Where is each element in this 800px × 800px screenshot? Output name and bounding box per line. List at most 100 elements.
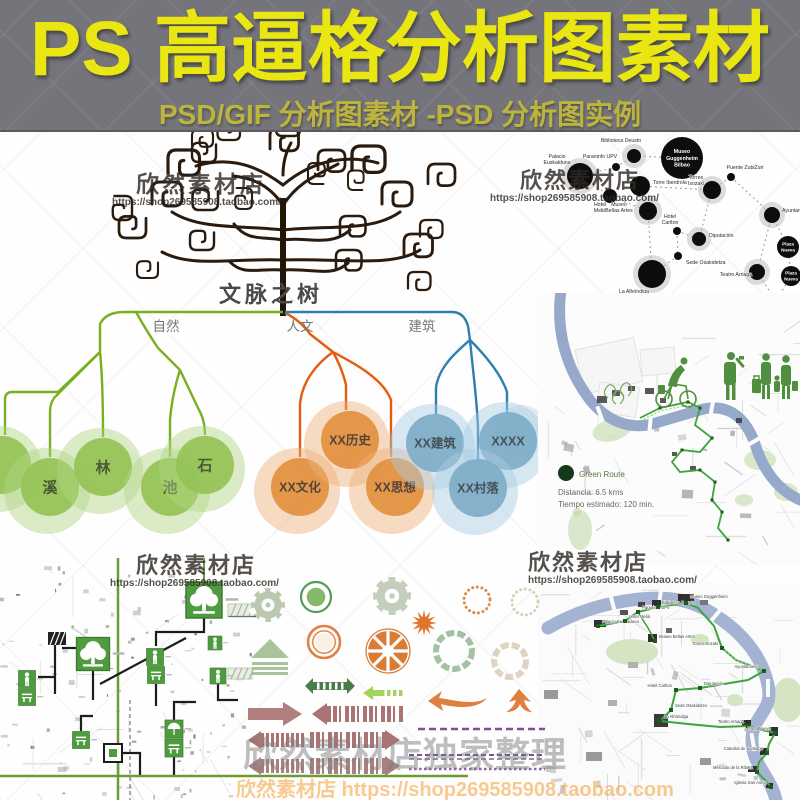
swoosh-arrow-icon xyxy=(428,691,487,711)
route-stop-label: Iglesia San Antón xyxy=(734,780,767,785)
route-stop-label: Paraninfo UPV xyxy=(642,605,670,610)
bubble-map-label: La Alhóndiga xyxy=(619,289,649,295)
segmented-wheel-icon xyxy=(365,628,411,674)
route-stop-label: La Alhóndiga xyxy=(664,714,689,719)
tree-node-label: 池 xyxy=(162,478,177,496)
segmented-ring-icon xyxy=(491,642,529,680)
up-arrow-icon xyxy=(506,689,532,712)
bubble-map-label: Meliá xyxy=(594,208,607,214)
bubble-map-label: Puente ZubiZuri xyxy=(727,165,764,171)
bench-marker-icon xyxy=(164,738,192,758)
person-marker-icon xyxy=(207,635,229,651)
site-plan-map xyxy=(0,558,258,800)
striped-arrow-icon xyxy=(248,757,304,775)
route-stop: Mercado de la Ribera xyxy=(713,765,759,774)
tree-node-label: 林 xyxy=(95,458,111,476)
route-stop-label: Plaza Nueva xyxy=(747,726,771,731)
tree-node-label: XXXX xyxy=(491,435,525,449)
legend-distance: Distancia: 6.5 kms xyxy=(558,488,623,497)
tree-marker-icon xyxy=(75,636,125,672)
tree-node-label: 石 xyxy=(196,457,212,474)
route-stop-label: Mercado de la Ribera xyxy=(713,765,754,770)
tree-marker-icon xyxy=(185,581,239,619)
bubble-map-label: Paraninfo UPV xyxy=(583,154,618,160)
nature-nodes: 溪 林池 石 xyxy=(0,426,245,534)
tree-node-label: XX文化 xyxy=(279,480,321,495)
striped-arrow-icon xyxy=(312,703,403,725)
route-stop-label: Sede Osakidetza xyxy=(675,703,708,708)
bubble-map-node: Torre Iberdrola xyxy=(630,176,687,196)
tree-node-label: 溪 xyxy=(42,478,58,496)
bubble-map-label: Diputación xyxy=(709,233,734,239)
tree-node-label: XX思想 xyxy=(374,480,416,495)
poster-subtitle: PSD/GIF 分析图素材 -PSD 分析图实例 xyxy=(158,99,642,130)
striped-arrow-icon xyxy=(310,756,400,776)
striped-arrow-icon xyxy=(310,730,400,750)
site-plan-paths xyxy=(38,614,258,775)
bubble-map-label: Hotel xyxy=(594,202,606,208)
route-stop-label: Museo Bellas Artes xyxy=(659,634,695,639)
tree-title: 文脉之树 xyxy=(219,282,323,307)
triangle-arrow-icon xyxy=(251,639,289,675)
bubble-map-label: Sede Osakidetza xyxy=(686,260,726,266)
branch-label: 自然 xyxy=(153,318,180,334)
route-stop: Torres Isozaki xyxy=(692,641,724,650)
bubble-map-label: Ayuntamiento xyxy=(782,208,800,214)
route-stop-label: Ayuntamiento xyxy=(734,664,760,669)
bubble-map-label: Euskalduna xyxy=(543,160,570,166)
bench-marker-icon xyxy=(72,731,98,749)
branch-label: 建筑 xyxy=(409,319,436,334)
header-banner: PS 高逼格分析图素材 PSD/GIF 分析图素材 -PSD 分析图实例 xyxy=(0,0,800,132)
route-stop-label: Teatro Arriaga xyxy=(718,719,745,724)
double-arrow-icon xyxy=(305,678,355,694)
bubble-map-label: Bilbao xyxy=(674,162,690,168)
tree-node-label: XX村落 xyxy=(457,481,499,496)
route-stop: Plaza Nueva xyxy=(747,726,777,735)
segmented-ring-icon xyxy=(433,630,475,672)
route-stop: Museo Guggenheim xyxy=(684,594,729,605)
poster-title: PS 高逼格分析图素材 xyxy=(29,6,771,92)
bubble-map-label: Guggenheim xyxy=(666,156,698,162)
umbrella-marker-icon xyxy=(164,719,192,739)
route-stop: Biblioteca Deusto xyxy=(656,600,696,609)
double-ring-icon xyxy=(306,624,342,660)
bubble-map-label: Nueva xyxy=(784,277,798,282)
route-stop-label: Museo Guggenheim xyxy=(690,594,728,599)
dashed-line xyxy=(409,754,545,760)
route-stop-label: Diputación xyxy=(704,681,724,686)
route-stop-label: Catedral de Santiago xyxy=(724,746,764,751)
bubble-map-node: Biblioteca Deusto xyxy=(600,138,646,168)
person-marker-icon xyxy=(18,670,44,688)
route-stop: Palacio Euskalduna xyxy=(596,619,640,628)
route-stop: Paraninfo UPV xyxy=(636,605,670,614)
bubble-map-label: Palacio xyxy=(548,154,565,160)
bubble-map-label: Plaza xyxy=(785,271,797,276)
tree-crown-illustration xyxy=(111,115,457,314)
bubble-map-label: Museo xyxy=(674,149,690,155)
striped-arrow-icon xyxy=(248,731,304,749)
route-stop: La Alhóndiga xyxy=(658,714,689,723)
footer-watermark: 欣然素材店独家整理 xyxy=(243,736,568,775)
bubble-map-label: Museo xyxy=(611,202,627,208)
dotted-ring-icon xyxy=(510,587,540,617)
dotted-ring-icon xyxy=(462,585,492,615)
green-people-silhouettes xyxy=(655,352,798,408)
route-stop: Ayuntamiento xyxy=(734,664,766,673)
bubble-map-label: Biblioteca Deusto xyxy=(601,138,641,144)
bubble-map-node: Ayuntamiento xyxy=(759,202,800,228)
person-marker-icon xyxy=(146,648,172,666)
route-stop: Museo Bellas Artes xyxy=(653,634,695,643)
bubble-map-label: Teatro Arriaga xyxy=(720,272,752,278)
route-stop-label: Torres Isozaki xyxy=(692,641,718,646)
footer-url-watermark: 欣然素材店 https://shop269585908.taobao.com xyxy=(236,779,674,800)
